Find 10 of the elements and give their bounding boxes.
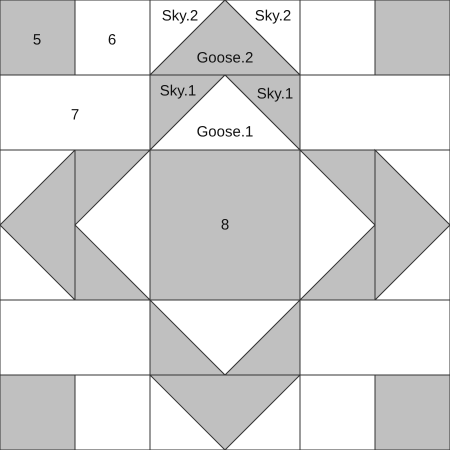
patch-label: 6 [108, 32, 116, 48]
patch-label: Goose.1 [196, 124, 254, 140]
patch-label: Sky.1 [256, 86, 294, 102]
patch-label: Sky.2 [162, 8, 198, 24]
patch-label: 8 [220, 218, 230, 232]
patch-label: Sky.2 [254, 8, 292, 24]
patch-label: Goose.2 [196, 50, 254, 66]
patch-label: Sky.1 [160, 84, 196, 98]
patch-label: 5 [32, 32, 42, 48]
patch-label: 7 [70, 108, 80, 122]
